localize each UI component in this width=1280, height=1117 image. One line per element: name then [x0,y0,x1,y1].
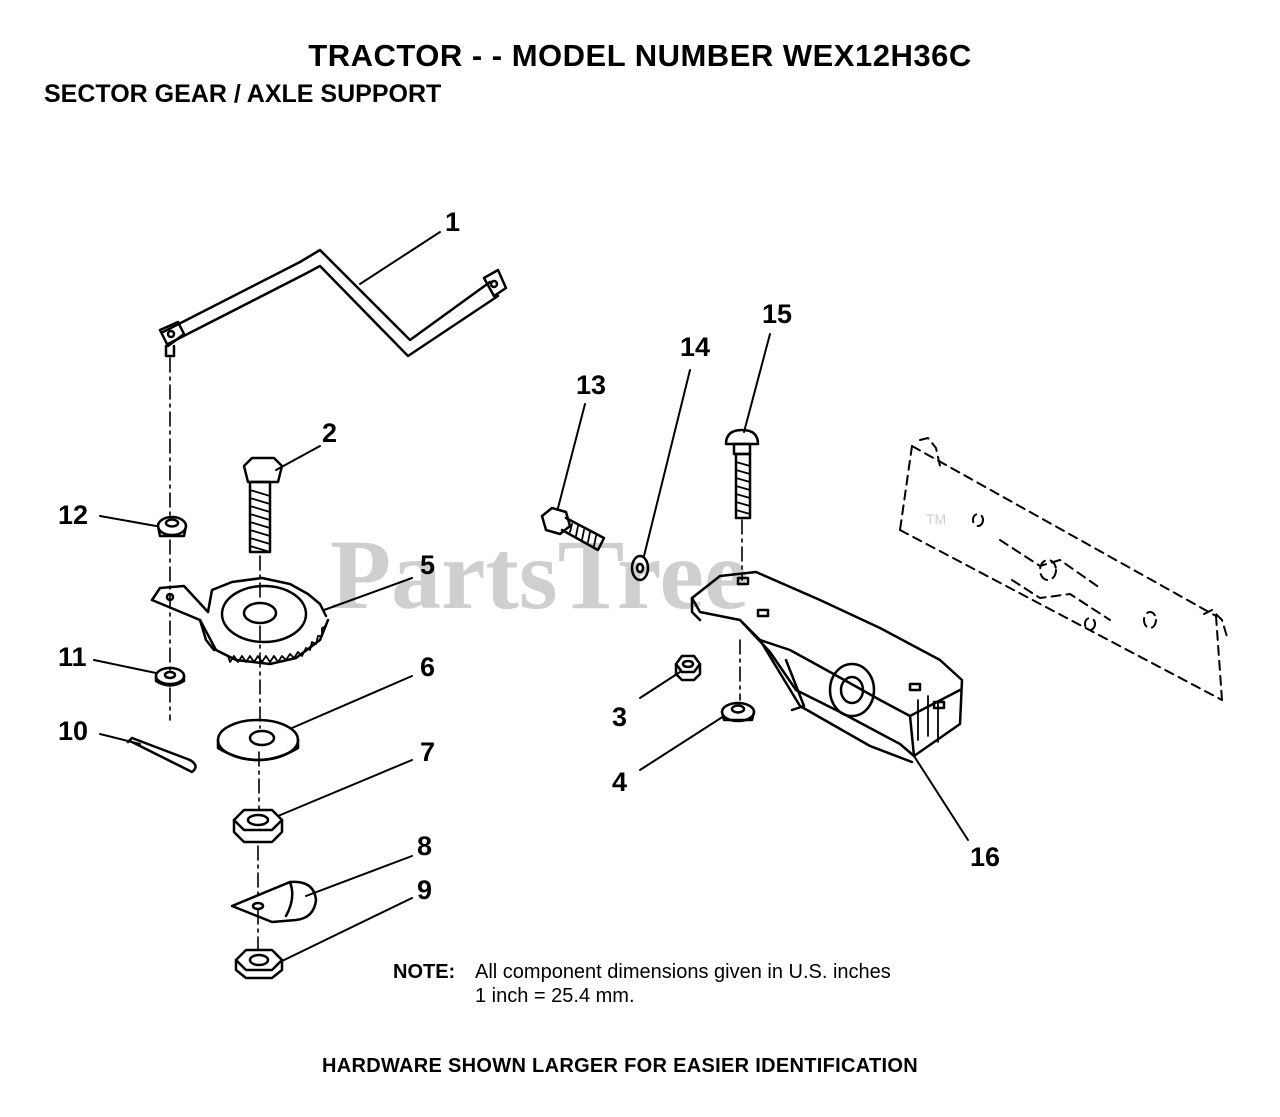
callout-11: 11 [58,642,87,672]
callout-9: 9 [417,875,432,905]
leader-lines [93,231,969,963]
callout-12: 12 [58,500,88,530]
part-5-sector-gear[interactable] [150,576,330,666]
callout-3: 3 [612,702,627,732]
callout-7: 7 [420,737,435,767]
part-14-washer[interactable] [630,554,650,582]
callout-13: 13 [576,370,606,400]
callout-4: 4 [612,767,627,797]
part-1-drag-link[interactable] [158,248,508,358]
part-2-hex-bolt[interactable] [242,456,284,554]
callout-1: 1 [445,207,460,237]
callout-15: 15 [762,299,792,329]
callout-5: 5 [420,550,435,580]
part-9-hex-nut[interactable] [234,948,284,980]
part-15-carriage-bolt[interactable] [724,428,760,520]
diagram-title: TRACTOR - - MODEL NUMBER WEX12H36C [308,38,972,73]
diagram-subtitle: SECTOR GEAR / AXLE SUPPORT [44,80,442,108]
part-4-flange-nut[interactable] [720,701,756,723]
part-3-hex-nut[interactable] [674,654,702,682]
callout-8: 8 [417,831,432,861]
part-8-clip[interactable] [230,880,318,924]
callout-2: 2 [322,418,337,448]
part-13-bolt[interactable] [540,506,606,552]
part-7-hex-nut[interactable] [232,808,284,844]
alignment-lines [169,357,743,951]
callout-numbers: 1 2 3 4 5 6 7 8 9 10 11 12 13 14 15 16 [58,207,1000,905]
watermark-text: PartsTree [330,519,748,630]
dimension-note: NOTE: All component dimensions given in … [393,960,891,1007]
note-label: NOTE: [393,961,456,983]
part-16-axle-support[interactable] [690,570,964,764]
note-line-units: All component dimensions given in U.S. i… [475,961,891,983]
callout-6: 6 [420,652,435,682]
callout-14: 14 [680,332,710,362]
watermark-tm: TM [926,511,946,527]
note-line-conversion: 1 inch = 25.4 mm. [475,985,635,1007]
part-6-spacer[interactable] [216,718,300,762]
note-text: All component dimensions given in U.S. i… [475,960,995,1008]
callout-10: 10 [58,716,88,746]
part-12-flange-nut[interactable] [156,515,188,538]
callout-16: 16 [970,842,1000,872]
footer-caption: HARDWARE SHOWN LARGER FOR EASIER IDENTIF… [322,1055,918,1077]
reference-axle-phantom [899,437,1229,701]
